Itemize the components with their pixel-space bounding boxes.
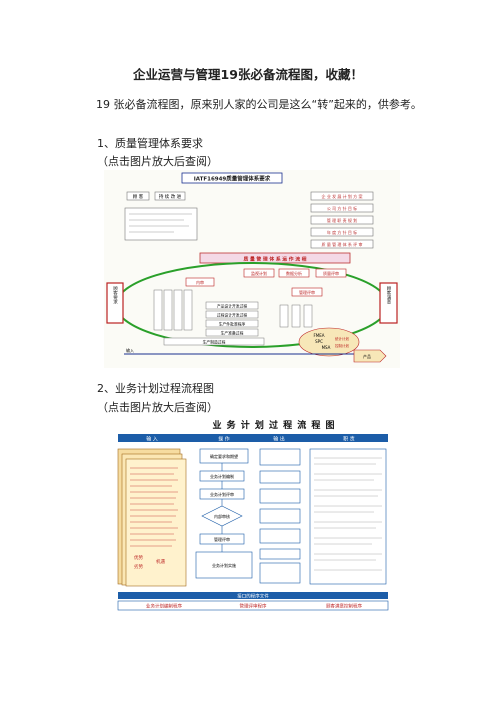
fig2-col-header: 操 作 <box>218 436 230 443</box>
fig2-footer-item: 管理评审程序 <box>240 603 267 610</box>
fig1-oval-label: 统计计划 <box>335 336 349 341</box>
fig1-flow-label: 生产制造过程 <box>203 340 226 345</box>
fig2-left-note: 优势 <box>134 554 143 561</box>
fig1-flow-label: 生产准备过程 <box>221 331 244 336</box>
fig1-flow-boxes: 产品设计开发过程 过程设计开发过程 生产件批准程序 生产准备过程 生产制造过程 <box>163 301 265 346</box>
fig1-flow-label: 生产件批准程序 <box>219 322 246 327</box>
fig1-right-item: 质 量 管 理 体 系 评 审 <box>322 241 363 247</box>
fig2-left-note: 机遇 <box>156 558 165 565</box>
intro-paragraph: 19 张必备流程图，原来别人家的公司是这么“转”起来的，供参考。 <box>72 95 432 115</box>
fig2-op-box: 业务计划评审 <box>210 491 234 497</box>
fig2-left-note: 劣势 <box>134 563 143 570</box>
fig1-mid-label: 质量评审 <box>323 270 339 276</box>
fig2-footer-item: 业务计划编制程序 <box>146 603 182 610</box>
fig1-customer-box: 顾 客 <box>133 193 144 200</box>
fig2-footer: 接口的程序文件 <box>237 593 269 600</box>
fig2-footer-item: 顾客满意控制程序 <box>326 603 362 610</box>
fig1-right-item: 年 度 方 针 目 标 <box>327 229 357 235</box>
fig2-op-box: 内部审核 <box>214 513 230 519</box>
fig1-oval-label: 控制计划 <box>335 343 349 348</box>
fig2-col-header: 输 出 <box>273 436 285 443</box>
fig1-mid-label: 内审 <box>196 279 204 285</box>
fig2-banner: 业 务 计 划 过 程 流 程 图 <box>212 419 335 431</box>
fig1-right-item: 管 理 职 责 规 划 <box>327 217 357 223</box>
fig2-col-header: 输 入 <box>146 436 158 443</box>
fig1-oval-label: MSA <box>322 345 331 350</box>
section-note-1: （点击图片放大后查阅） <box>97 155 218 168</box>
fig1-input-label: 输入 <box>126 347 134 353</box>
fig1-mid-label: 监视计划 <box>251 270 267 276</box>
fig1-title-box: IATF16949质量管理体系要求 <box>194 175 271 183</box>
fig2-op-box: 管理评审 <box>214 536 230 542</box>
fig1-oval-label: SPC <box>315 339 323 344</box>
fig2-op-box: 业务计划编制 <box>210 473 234 479</box>
fig1-mid-label: 管理评审 <box>299 289 315 295</box>
fig1-flow-label: 过程设计开发过程 <box>217 313 248 318</box>
fig1-right-item: 公 司 方 针 目 标 <box>327 205 357 211</box>
section-heading-1: 1、质量管理体系要求 <box>97 137 203 150</box>
section-heading-2: 2、业务计划过程流程图 <box>97 382 214 395</box>
fig2-col-header: 职 责 <box>343 436 355 443</box>
fig1-improve-box: 持 续 改 进 <box>159 193 182 200</box>
quality-management-diagram[interactable]: IATF16949质量管理体系要求 顾 客 持 续 改 进 企 业 发 展 计 … <box>104 170 400 368</box>
fig1-right-stack: 企 业 发 展 计 划 方 案 公 司 方 针 目 标 管 理 职 责 规 划 … <box>310 191 374 249</box>
fig1-output-label: 产品 <box>363 353 371 359</box>
fig1-customer-requirement: 顾客要求 <box>113 286 118 305</box>
fig1-customer-satisfaction: 顾客满意 <box>386 286 391 305</box>
fig1-band: 质 量 管 理 体 系 运 作 流 程 <box>244 256 307 263</box>
intro-text: 19 张必备流程图，原来别人家的公司是这么“转”起来的，供参考。 <box>96 98 422 111</box>
fig1-mid-label: 数据分析 <box>286 270 302 276</box>
fig2-operation-boxes: 确定要求和期望 业务计划编制 业务计划评审 内部审核 管理评审 业务计划实施 <box>195 448 253 579</box>
page-title: 企业运营与管理19张必备流程图，收藏！ <box>133 67 363 82</box>
business-plan-flowchart[interactable]: 业 务 计 划 过 程 流 程 图 输 入 操 作 输 出 职 责 优势 劣势 … <box>104 416 400 612</box>
fig1-flow-label: 产品设计开发过程 <box>217 304 248 309</box>
fig2-op-box: 业务计划实施 <box>212 562 236 568</box>
section-note-2: （点击图片放大后查阅） <box>97 401 218 414</box>
fig1-oval-label: FMEA <box>313 333 324 338</box>
fig1-right-item: 企 业 发 展 计 划 方 案 <box>322 193 363 199</box>
fig2-op-box: 确定要求和期望 <box>210 453 238 459</box>
